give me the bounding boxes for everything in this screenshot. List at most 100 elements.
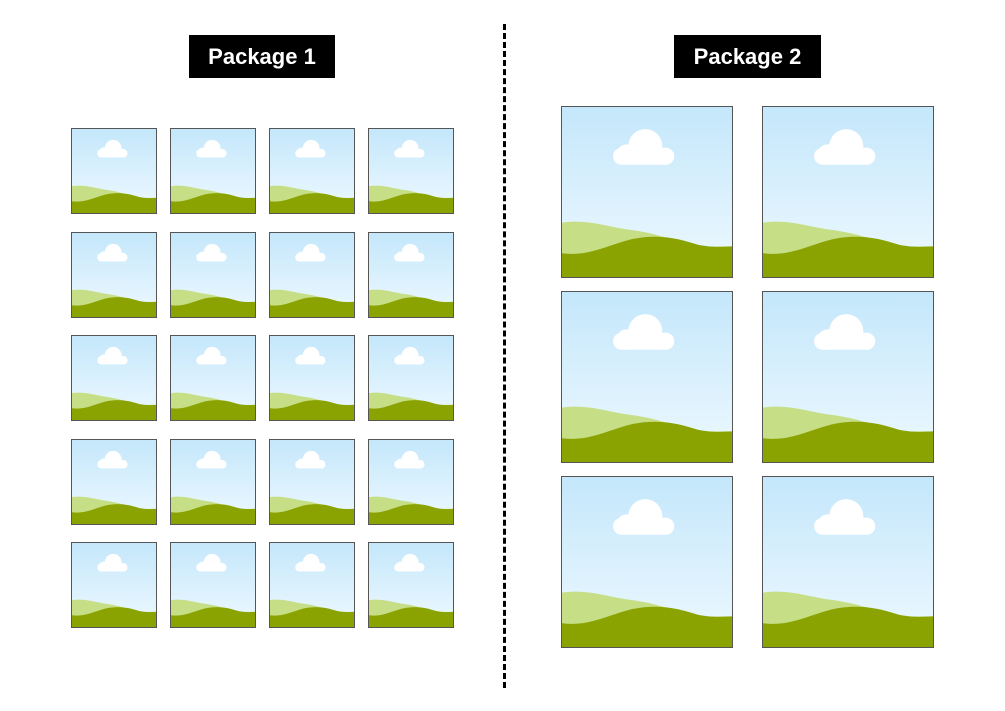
photo-tile <box>170 335 256 421</box>
hill-dark <box>369 296 453 317</box>
photo-tile <box>71 335 157 421</box>
photo-tile <box>71 231 157 318</box>
hill-dark <box>171 503 255 524</box>
cloud-icon <box>97 553 128 572</box>
hill-dark <box>270 503 354 524</box>
hill-dark <box>171 607 255 627</box>
landscape-photo-icon <box>72 439 156 524</box>
landscape-photo-icon <box>562 477 732 647</box>
hill-dark <box>270 296 354 317</box>
cloud-icon <box>394 346 425 365</box>
hill-dark <box>171 296 255 317</box>
cloud-icon <box>394 139 425 158</box>
hill-dark <box>763 236 933 277</box>
cloud-icon <box>196 243 227 262</box>
photo-tile <box>762 291 934 463</box>
cloud-icon <box>97 139 128 158</box>
landscape-photo-icon <box>369 336 453 420</box>
photo-tile <box>170 231 256 318</box>
photo-tile <box>368 542 454 628</box>
photo-tile <box>170 128 256 214</box>
landscape-photo-icon <box>270 543 354 627</box>
landscape-photo-icon <box>270 336 354 420</box>
cloud-icon <box>97 243 128 262</box>
hill-dark <box>72 193 156 213</box>
photo-tile <box>368 231 454 318</box>
hill-dark <box>72 400 156 420</box>
landscape-photo-icon <box>72 336 156 420</box>
photo-tile <box>368 128 454 214</box>
photo-tile <box>269 542 355 628</box>
cloud-icon <box>196 450 227 469</box>
landscape-photo-icon <box>171 129 255 213</box>
hill-dark <box>763 606 933 647</box>
landscape-photo-icon <box>72 129 156 213</box>
package-2-label: Package 2 <box>674 35 821 78</box>
cloud-icon <box>613 499 675 535</box>
landscape-photo-icon <box>171 439 255 524</box>
photo-tile <box>269 438 355 525</box>
cloud-icon <box>814 499 876 535</box>
landscape-photo-icon <box>369 439 453 524</box>
cloud-icon <box>613 129 675 165</box>
hill-dark <box>72 607 156 627</box>
cloud-icon <box>196 553 227 572</box>
hill-dark <box>270 400 354 420</box>
photo-tile <box>71 128 157 214</box>
landscape-photo-icon <box>72 232 156 317</box>
hill-dark <box>171 193 255 213</box>
photo-tile <box>762 476 934 648</box>
cloud-icon <box>295 450 326 469</box>
hill-dark <box>72 503 156 524</box>
cloud-icon <box>196 139 227 158</box>
hill-dark <box>171 400 255 420</box>
cloud-icon <box>814 129 876 165</box>
hill-dark <box>369 607 453 627</box>
cloud-icon <box>97 346 128 365</box>
landscape-photo-icon <box>171 336 255 420</box>
photo-tile <box>368 335 454 421</box>
hill-dark <box>72 296 156 317</box>
photo-tile <box>368 438 454 525</box>
photo-tile <box>170 542 256 628</box>
cloud-icon <box>613 314 675 350</box>
landscape-photo-icon <box>369 232 453 317</box>
hill-dark <box>369 400 453 420</box>
hill-dark <box>270 193 354 213</box>
cloud-icon <box>295 346 326 365</box>
dashed-divider <box>503 24 506 688</box>
landscape-photo-icon <box>369 543 453 627</box>
photo-tile <box>71 438 157 525</box>
photo-tile <box>269 231 355 318</box>
landscape-photo-icon <box>369 129 453 213</box>
hill-dark <box>562 236 732 277</box>
landscape-photo-icon <box>763 477 933 647</box>
cloud-icon <box>814 314 876 350</box>
cloud-icon <box>394 243 425 262</box>
photo-tile <box>269 335 355 421</box>
landscape-photo-icon <box>270 439 354 524</box>
hill-dark <box>562 606 732 647</box>
landscape-photo-icon <box>562 292 732 462</box>
photo-tile <box>561 106 733 278</box>
package-1-label: Package 1 <box>189 35 335 78</box>
cloud-icon <box>295 139 326 158</box>
photo-tile <box>561 291 733 463</box>
landscape-photo-icon <box>270 129 354 213</box>
hill-dark <box>369 503 453 524</box>
cloud-icon <box>97 450 128 469</box>
landscape-photo-icon <box>763 107 933 277</box>
photo-tile <box>269 128 355 214</box>
hill-dark <box>369 193 453 213</box>
landscape-photo-icon <box>171 232 255 317</box>
landscape-photo-icon <box>72 543 156 627</box>
hill-dark <box>270 607 354 627</box>
landscape-photo-icon <box>763 292 933 462</box>
photo-tile <box>762 106 934 278</box>
landscape-photo-icon <box>171 543 255 627</box>
photo-tile <box>71 542 157 628</box>
hill-dark <box>562 421 732 462</box>
hill-dark <box>763 421 933 462</box>
landscape-photo-icon <box>562 107 732 277</box>
landscape-photo-icon <box>270 232 354 317</box>
